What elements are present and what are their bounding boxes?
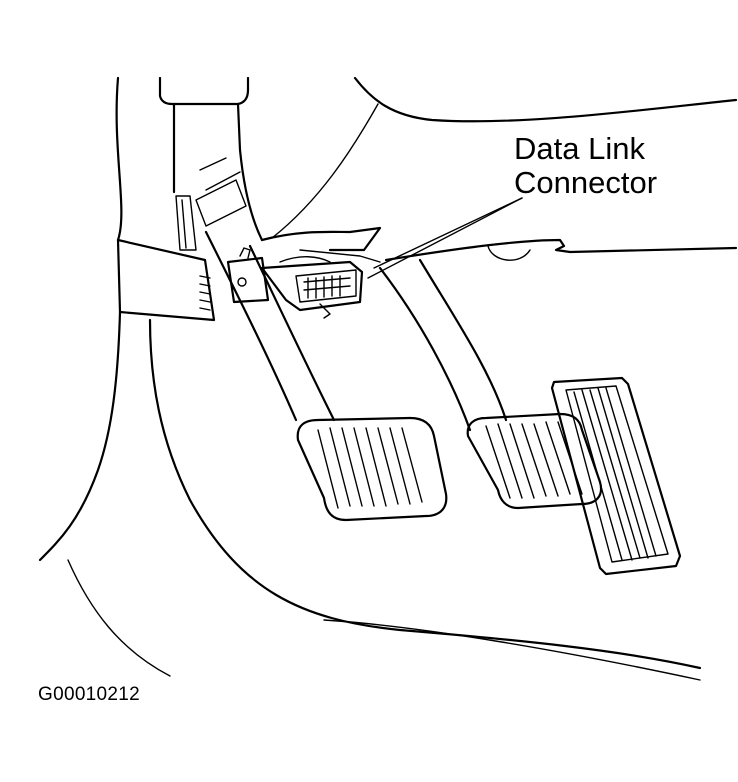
figure-id: G00010212 xyxy=(38,684,141,705)
door-frame xyxy=(38,195,702,681)
brake-pedal xyxy=(204,230,448,522)
callout-leader xyxy=(367,197,523,279)
pedal-bracket xyxy=(195,157,738,263)
callout-label: Data Link Connector xyxy=(514,132,657,200)
callout-line-2: Connector xyxy=(514,165,658,200)
dashboard-outline xyxy=(115,76,738,242)
data-link-connector xyxy=(226,247,364,319)
accelerator-pedal xyxy=(550,376,682,576)
callout-line-1: Data Link xyxy=(514,131,645,166)
